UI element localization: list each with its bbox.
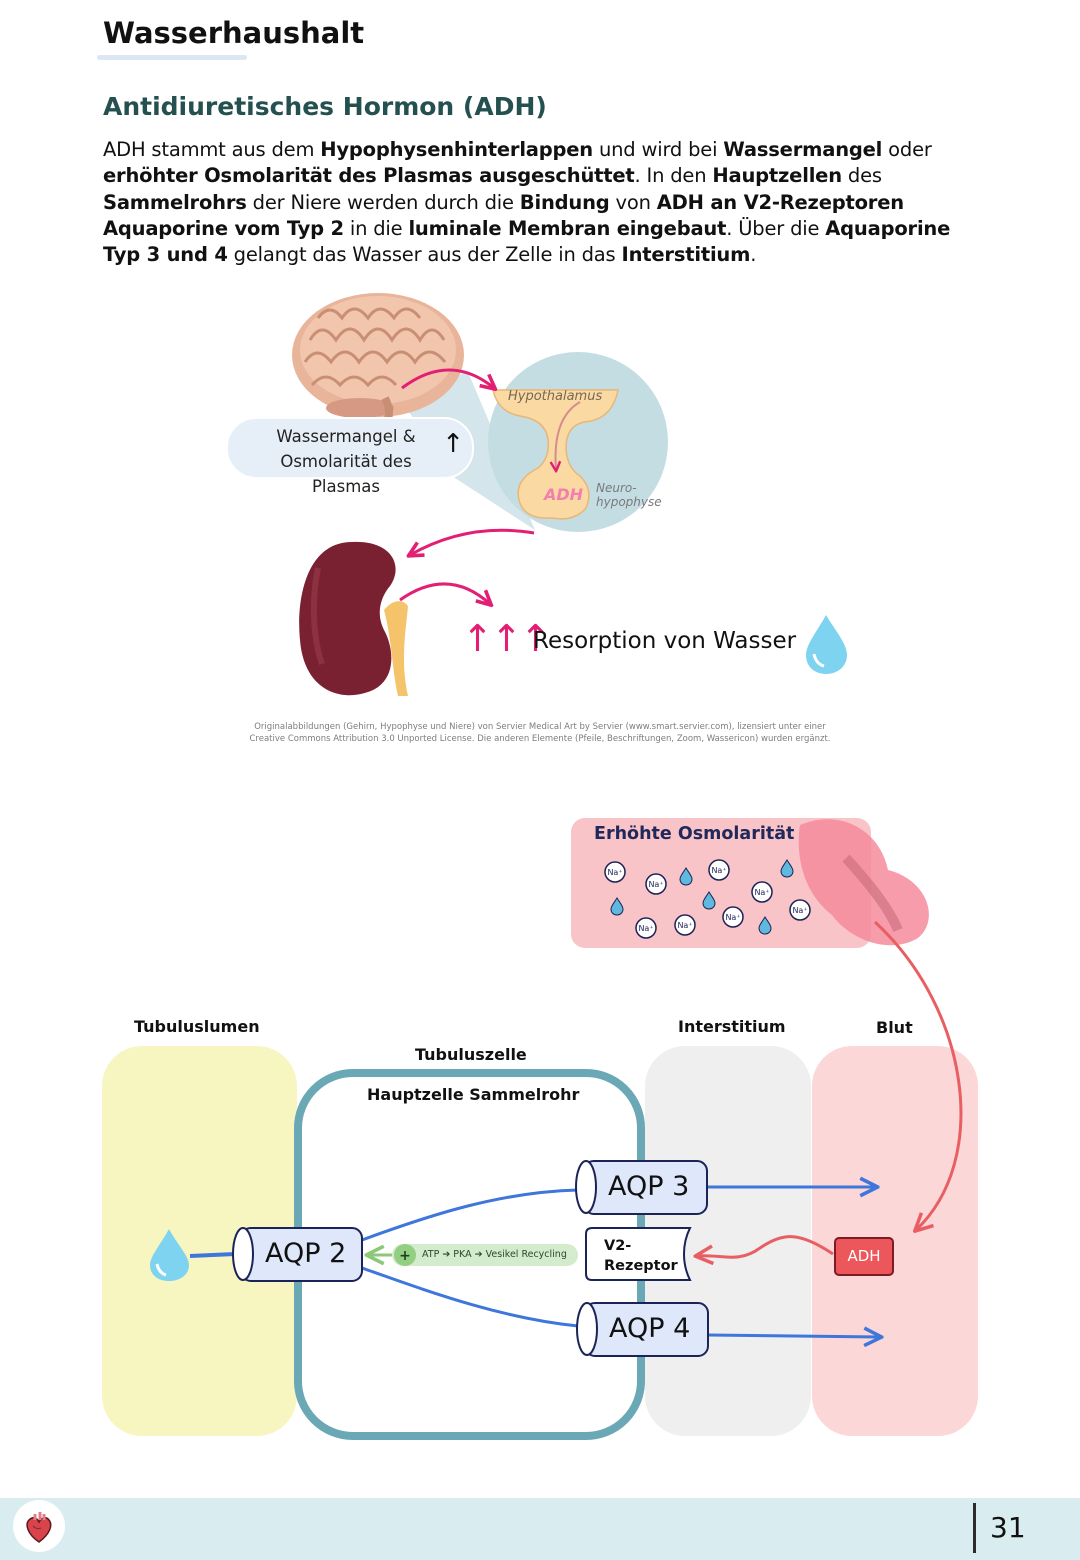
recycling-label: ATP ➔ PKA ➔ Vesikel Recycling (422, 1249, 567, 1260)
sodium-ion (674, 914, 696, 936)
sodium-ion (722, 906, 744, 928)
arrow-up-icon: ↑ (442, 429, 464, 459)
sodium-ion-label: Na⁺ (648, 880, 663, 889)
sodium-ion (604, 861, 626, 883)
water-drop-icon (806, 615, 847, 674)
interstitium-label: Interstitium (678, 1017, 786, 1036)
osmolarity-title: Erhöhte Osmolarität (594, 824, 795, 844)
sodium-ion-label: Na⁺ (711, 866, 726, 875)
tubuluslumen-label: Tubuluslumen (134, 1017, 260, 1036)
section-title: Antidiuretisches Hormon (ADH) (103, 92, 547, 121)
water-drop-icon (758, 916, 772, 935)
page-number-separator (973, 1503, 976, 1553)
aqp3-channel (575, 1160, 708, 1215)
sodium-ion (789, 899, 811, 921)
sodium-ion (645, 873, 667, 895)
aqp3-label: AQP 3 (608, 1171, 690, 1202)
heart-icon (26, 1512, 52, 1543)
v2-receptor-shape (585, 1227, 692, 1281)
sodium-ion-label: Na⁺ (725, 913, 740, 922)
plus-icon: + (399, 1248, 411, 1264)
sodium-ion-label: Na⁺ (792, 906, 807, 915)
image-credits: Originalabbildungen (Gehirn, Hypophyse u… (249, 722, 831, 744)
sodium-ion-label: Na⁺ (754, 888, 769, 897)
intro-paragraph: ADH stammt aus dem Hypophysenhinterlappe… (103, 138, 951, 267)
footer-logo (13, 1500, 65, 1552)
sodium-ions: Na⁺ Na⁺ Na⁺ Na⁺ Na⁺ Na⁺ Na⁺ Na⁺ (604, 859, 811, 939)
sodium-ion-label: Na⁺ (607, 868, 622, 877)
stimulus-bubble: Wassermangel & Osmolarität des Plasmas ↑ (226, 417, 474, 496)
blood-area (812, 1046, 978, 1436)
sodium-ion (751, 881, 773, 903)
adh-badge: ADH (834, 1237, 894, 1276)
recycling-bar (392, 1244, 578, 1266)
sodium-ion (635, 917, 657, 939)
blood-vessel-illustration (798, 819, 929, 946)
sodium-ion (708, 859, 730, 881)
neurohypophyse-label: Neuro-hypophyse (596, 481, 662, 509)
aqp2-channel (232, 1227, 363, 1282)
kidney-illustration (299, 541, 408, 696)
page-number: 31 (990, 1511, 1026, 1544)
cell-title: Hauptzelle Sammelrohr (367, 1085, 580, 1104)
sodium-ion-label: Na⁺ (638, 924, 653, 933)
collecting-duct-figure: + Na⁺ Na⁺ Na⁺ Na⁺ Na⁺ Na⁺ Na⁺ Na⁺ (102, 818, 978, 1440)
aqp2-label: AQP 2 (265, 1238, 347, 1269)
blut-label: Blut (876, 1018, 913, 1037)
adh-label: ADH (544, 485, 584, 504)
aqp4-channel (576, 1302, 709, 1357)
plus-circle (394, 1244, 416, 1266)
title-underline (97, 55, 247, 60)
water-drop-icon (702, 891, 716, 910)
stimulus-text: Wassermangel & Osmolarität des Plasmas (276, 427, 416, 496)
tubuluslumen-area (102, 1046, 297, 1436)
water-drop-icon (780, 859, 794, 878)
footer-bar (0, 1498, 1080, 1560)
hypothalamus-label: Hypothalamus (508, 389, 603, 404)
aqp4-label: AQP 4 (609, 1313, 691, 1344)
pituitary-illustration (492, 389, 619, 520)
resorption-arrows-icon: ↑↑↑ (462, 617, 551, 660)
v2-receptor-label: V2-Rezeptor (604, 1238, 678, 1274)
water-drop-icon (679, 867, 693, 886)
page-title: Wasserhaushalt (103, 16, 365, 50)
sodium-ion-label: Na⁺ (677, 921, 692, 930)
resorption-text: Resorption von Wasser (533, 628, 797, 654)
adh-overview-figure (292, 293, 847, 696)
water-drop-icon (610, 897, 624, 916)
water-drop-icon (150, 1229, 189, 1281)
tubuluszelle-label: Tubuluszelle (415, 1045, 527, 1064)
